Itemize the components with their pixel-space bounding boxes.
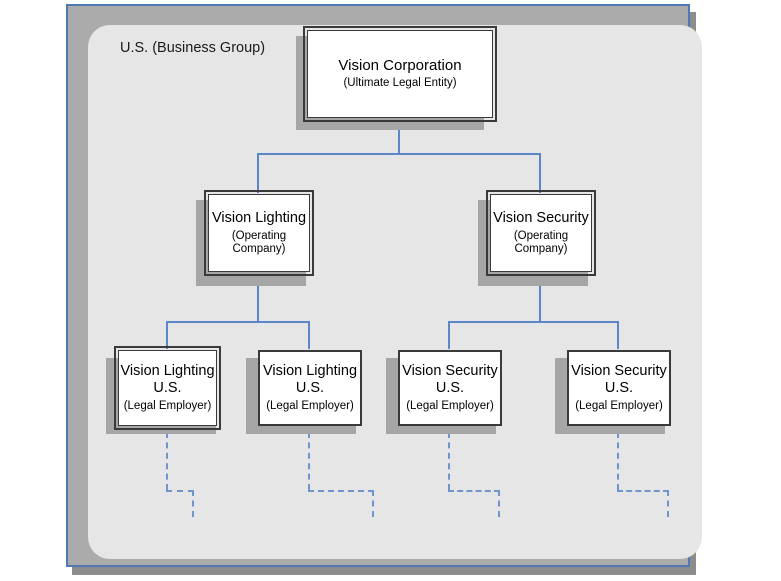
connector-op-right-drop <box>539 153 541 193</box>
op-right-node-subtitle-line2: Company) <box>514 243 568 255</box>
le3-node-title-line2: U.S. <box>435 379 465 396</box>
le2-node-title-line1: Vision Lighting <box>262 362 358 379</box>
dashed-connector-le3-vertical <box>448 432 450 490</box>
op-right-node-title: Vision Security <box>493 209 589 226</box>
dashed-connector-le2-horizontal <box>308 490 374 492</box>
connector-le2-drop <box>308 321 310 349</box>
le1-node-title-line1: Vision Lighting <box>120 362 215 379</box>
op-left-node-subtitle-line1: (Operating <box>231 229 287 242</box>
connector-root-stem <box>398 118 400 154</box>
connector-le4-drop <box>617 321 619 349</box>
op-left-node-subtitle-line2: Company) <box>232 243 286 255</box>
connector-le1-drop <box>166 321 168 349</box>
connector-level2-left-bus <box>166 321 310 323</box>
node-vision-lighting-us-2[interactable]: Vision Lighting U.S. (Legal Employer) <box>258 350 362 426</box>
connector-op-left-stem <box>257 272 259 322</box>
le2-node-subtitle: (Legal Employer) <box>266 399 354 412</box>
root-node-title: Vision Corporation <box>338 57 462 75</box>
connector-op-right-stem <box>539 272 541 322</box>
dashed-connector-le1-tail <box>192 490 194 517</box>
dashed-connector-le2-vertical <box>308 432 310 490</box>
node-vision-security-us-2[interactable]: Vision Security U.S. (Legal Employer) <box>567 350 671 426</box>
node-vision-security-operating[interactable]: Vision Security (Operating Company) <box>486 190 596 276</box>
node-vision-corporation[interactable]: Vision Corporation (Ultimate Legal Entit… <box>303 26 497 122</box>
dashed-connector-le4-vertical <box>617 432 619 490</box>
le2-node-title-line2: U.S. <box>295 379 325 396</box>
le3-node-title-line1: Vision Security <box>402 362 498 379</box>
dashed-connector-le3-horizontal <box>448 490 500 492</box>
dashed-connector-le4-horizontal <box>617 490 669 492</box>
op-right-node-subtitle-line1: (Operating <box>513 229 569 242</box>
node-vision-security-us-1[interactable]: Vision Security U.S. (Legal Employer) <box>398 350 502 426</box>
node-vision-lighting-operating[interactable]: Vision Lighting (Operating Company) <box>204 190 314 276</box>
le4-node-title-line2: U.S. <box>604 379 634 396</box>
connector-level2-right-bus <box>448 321 619 323</box>
dashed-connector-le1-vertical <box>166 432 168 490</box>
le3-node-subtitle: (Legal Employer) <box>406 399 494 412</box>
le4-node-title-line1: Vision Security <box>571 362 667 379</box>
le1-node-title-line2: U.S. <box>153 379 182 396</box>
root-node-subtitle: (Ultimate Legal Entity) <box>343 77 457 90</box>
dashed-connector-le2-tail <box>372 490 374 517</box>
connector-le3-drop <box>448 321 450 349</box>
le1-node-subtitle: (Legal Employer) <box>123 399 212 412</box>
connector-op-left-drop <box>257 153 259 193</box>
le4-node-subtitle: (Legal Employer) <box>575 399 663 412</box>
connector-level1-bus <box>257 153 541 155</box>
dashed-connector-le1-horizontal <box>166 490 194 492</box>
dashed-connector-le3-tail <box>498 490 500 517</box>
op-left-node-title: Vision Lighting <box>211 209 307 226</box>
dashed-connector-le4-tail <box>667 490 669 517</box>
node-vision-lighting-us-1[interactable]: Vision Lighting U.S. (Legal Employer) <box>114 346 221 430</box>
business-group-label: U.S. (Business Group) <box>120 40 266 56</box>
